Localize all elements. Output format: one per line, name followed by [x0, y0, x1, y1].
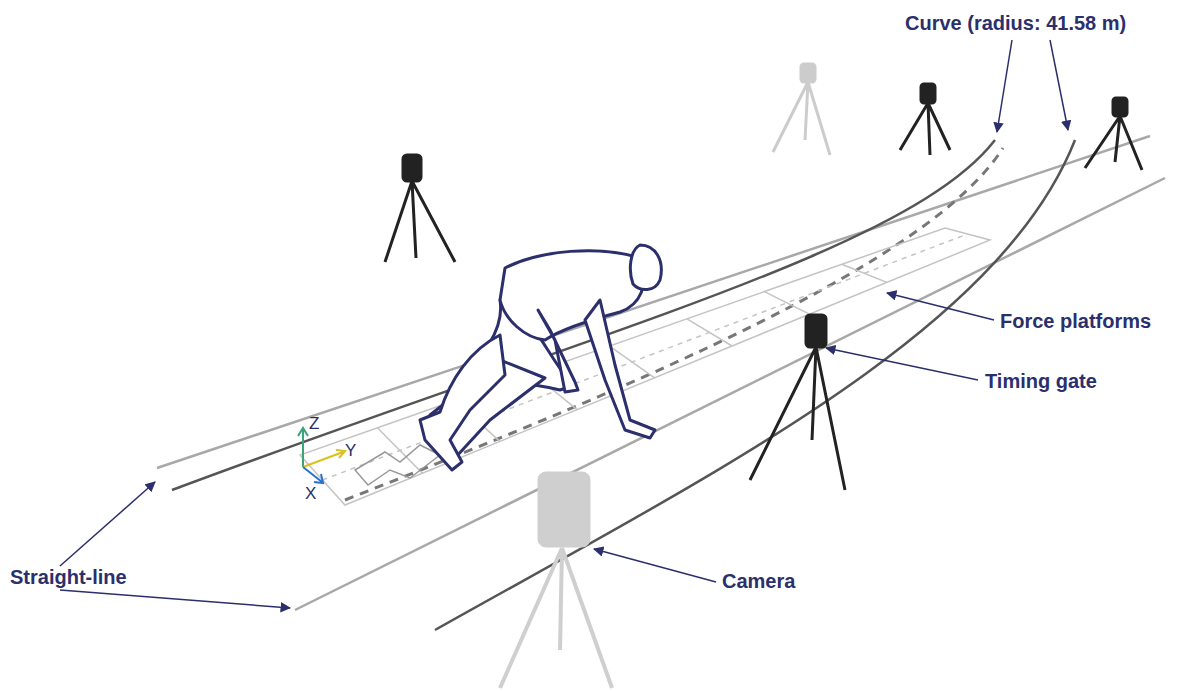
axis-label: Z: [309, 414, 319, 434]
leader-arrow: [60, 40, 1068, 608]
straight-label: Straight-line: [10, 566, 127, 589]
sprinter: [420, 245, 661, 470]
camera: [500, 472, 612, 688]
timing-gate: [773, 64, 830, 155]
straight-lane-line: [157, 136, 1150, 468]
part-label: Camera: [722, 570, 795, 593]
timing-gate: [385, 84, 1142, 490]
axis-label: X: [305, 484, 316, 504]
straight-lane-line: [295, 178, 1165, 610]
curve-lane-line: [172, 140, 995, 490]
axes: [298, 428, 345, 483]
part-label: Timing gate: [985, 370, 1097, 393]
part-label: Force platforms: [1000, 310, 1151, 333]
starting-block: [355, 445, 440, 485]
force-platforms: [300, 228, 990, 505]
curve-label: Curve (radius: 41.58 m): [905, 12, 1126, 35]
axis-label: Y: [345, 441, 356, 461]
